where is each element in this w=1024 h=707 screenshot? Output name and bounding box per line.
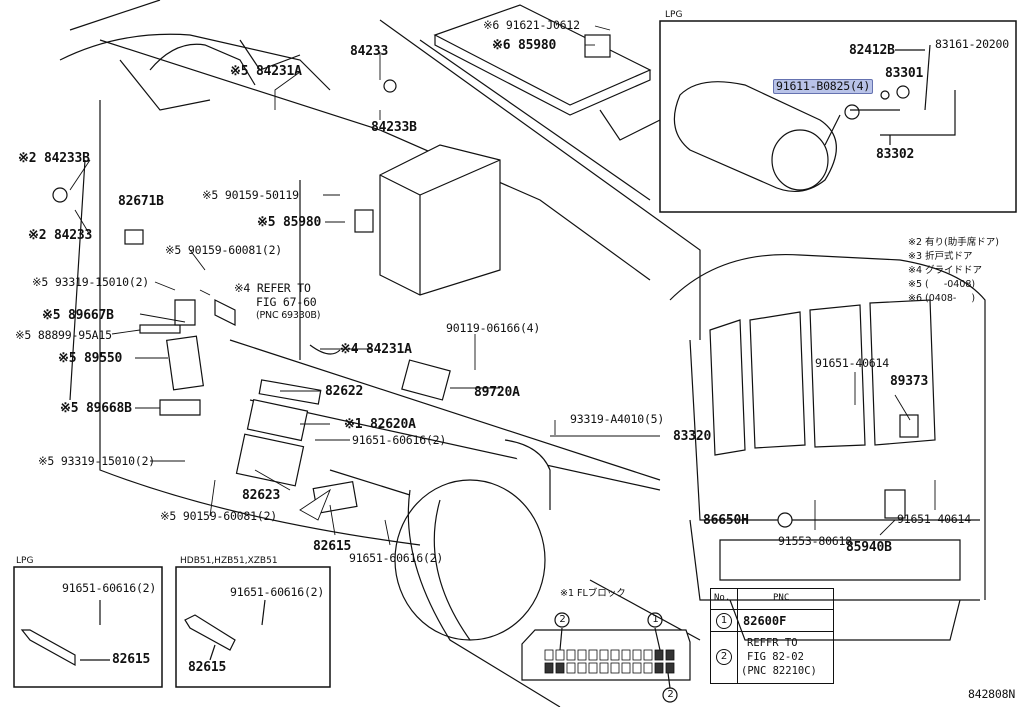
- legend-row2-line2[interactable]: FIG 82-02: [747, 651, 804, 663]
- label-84233-left[interactable]: ※2 84233: [28, 228, 93, 243]
- label-85980-top[interactable]: ※6 85980: [492, 38, 557, 53]
- label-89720a[interactable]: 89720A: [474, 385, 520, 400]
- label-91611-b0825-highlighted[interactable]: 91611-B0825(4): [773, 79, 874, 94]
- note-3: ※3 折戸式ドア: [908, 251, 973, 262]
- legend-table: No. PNC 1 82600F 2 REFFR TO FIG 82-02 (P…: [710, 588, 834, 684]
- legend-header: [711, 589, 833, 610]
- label-82615[interactable]: 82615: [313, 539, 352, 554]
- inset-hdb-title: HDB51,HZB51,XZB51: [180, 556, 278, 566]
- label-91651-40614-top[interactable]: 91651-40614: [815, 356, 889, 370]
- label-82622[interactable]: 82622: [325, 384, 364, 399]
- legend-row2-no: 2: [716, 649, 732, 665]
- lpg-top-title: LPG: [665, 10, 683, 20]
- note-4: ※4 グライドドア: [908, 265, 983, 276]
- label-90159-60081-bot[interactable]: ※5 90159-60081(2): [160, 509, 278, 523]
- label-pnc-69330b: (PNC 69330B): [256, 310, 321, 321]
- label-82671b[interactable]: 82671B: [118, 194, 164, 209]
- label-refer-to: ※4 REFER TO: [234, 281, 311, 295]
- label-fig-67-60[interactable]: FIG 67-60: [256, 295, 317, 309]
- label-91651-60616-bot[interactable]: 91651-60616(2): [349, 551, 444, 565]
- label-89667b[interactable]: ※5 89667B: [42, 308, 114, 323]
- legend-row1-no: 1: [716, 613, 732, 629]
- label-82623[interactable]: 82623: [242, 488, 281, 503]
- label-86650h[interactable]: 86650H: [703, 513, 749, 528]
- leader-lines: [69, 25, 936, 546]
- legend-no-column: [711, 589, 738, 683]
- label-84231a-mid[interactable]: ※4 84231A: [340, 342, 412, 357]
- label-88899-95a15[interactable]: ※5 88899-95A15: [15, 328, 112, 342]
- label-91651-40614-bot[interactable]: 91651-40614: [897, 512, 971, 526]
- label-89373[interactable]: 89373: [890, 374, 929, 389]
- label-93319-15010-top[interactable]: ※5 93319-15010(2): [32, 275, 150, 289]
- inset-lpg-bolt[interactable]: 91651-60616(2): [62, 581, 157, 595]
- top-shelf: [433, 4, 652, 116]
- note-5: ※5 ( -0408): [908, 279, 976, 290]
- inset-hdb-bolt[interactable]: 91651-60616(2): [230, 585, 325, 599]
- components: [52, 34, 919, 528]
- vehicle-body-outline: [59, 0, 986, 707]
- label-84233b-left[interactable]: ※2 84233B: [18, 151, 90, 166]
- label-90159-50119[interactable]: ※5 90159-50119: [202, 188, 299, 202]
- label-89668b[interactable]: ※5 89668B: [60, 401, 132, 416]
- label-90159-60081-top[interactable]: ※5 90159-60081(2): [165, 243, 283, 257]
- inset-lpg-part[interactable]: 82615: [112, 652, 151, 667]
- lpg-top-panel: [659, 20, 1017, 213]
- fl-marker-1: 1: [652, 614, 659, 625]
- label-90119-06166[interactable]: 90119-06166(4): [446, 321, 541, 335]
- label-91651-60616-mid[interactable]: 91651-60616(2): [352, 433, 447, 447]
- label-84233b[interactable]: 84233B: [371, 120, 417, 135]
- inset-hdb-part[interactable]: 82615: [188, 660, 227, 675]
- note-2: ※2 有り(助手席ドア): [908, 237, 999, 248]
- note-6: ※6 (0408- ): [908, 293, 976, 304]
- label-82620a[interactable]: ※1 82620A: [344, 417, 416, 432]
- label-93319-a4010[interactable]: 93319-A4010(5): [570, 412, 665, 426]
- label-85940b[interactable]: 85940B: [846, 540, 892, 555]
- label-83320[interactable]: 83320: [673, 429, 712, 444]
- fl-block-title: ※1 FLブロック: [560, 588, 626, 599]
- legend-row2-line3: (PNC 82210C): [741, 665, 817, 677]
- fl-marker-2b: 2: [667, 689, 674, 700]
- fl-marker-2a: 2: [559, 614, 566, 625]
- label-83302[interactable]: 83302: [876, 147, 915, 162]
- legend-row-1: [711, 609, 833, 632]
- label-93319-15010-bot[interactable]: ※5 93319-15010(2): [38, 454, 156, 468]
- inset-frames: [13, 566, 331, 688]
- label-84231a-top[interactable]: ※5 84231A: [230, 64, 302, 79]
- legend-col-pnc: PNC: [773, 593, 790, 603]
- inset-lpg-title: LPG: [16, 556, 34, 566]
- label-83301[interactable]: 83301: [885, 66, 924, 81]
- label-84233[interactable]: 84233: [350, 44, 389, 59]
- fl-block-drawing: [521, 612, 691, 703]
- label-82412b[interactable]: 82412B: [849, 43, 895, 58]
- label-85980-mid[interactable]: ※5 85980: [257, 215, 322, 230]
- legend-row2-line1: REFFR TO: [747, 637, 798, 649]
- label-91553-80618[interactable]: 91553-80618: [778, 534, 852, 548]
- ecu-box: [379, 144, 501, 296]
- label-89550[interactable]: ※5 89550: [58, 351, 123, 366]
- label-83161-20200[interactable]: 83161-20200: [935, 37, 1009, 51]
- figure-id: 842808N: [968, 687, 1016, 701]
- label-91621-j0612[interactable]: ※6 91621-J0612: [483, 18, 580, 32]
- legend-row1-pnc[interactable]: 82600F: [743, 614, 787, 628]
- legend-col-no: No.: [714, 593, 731, 603]
